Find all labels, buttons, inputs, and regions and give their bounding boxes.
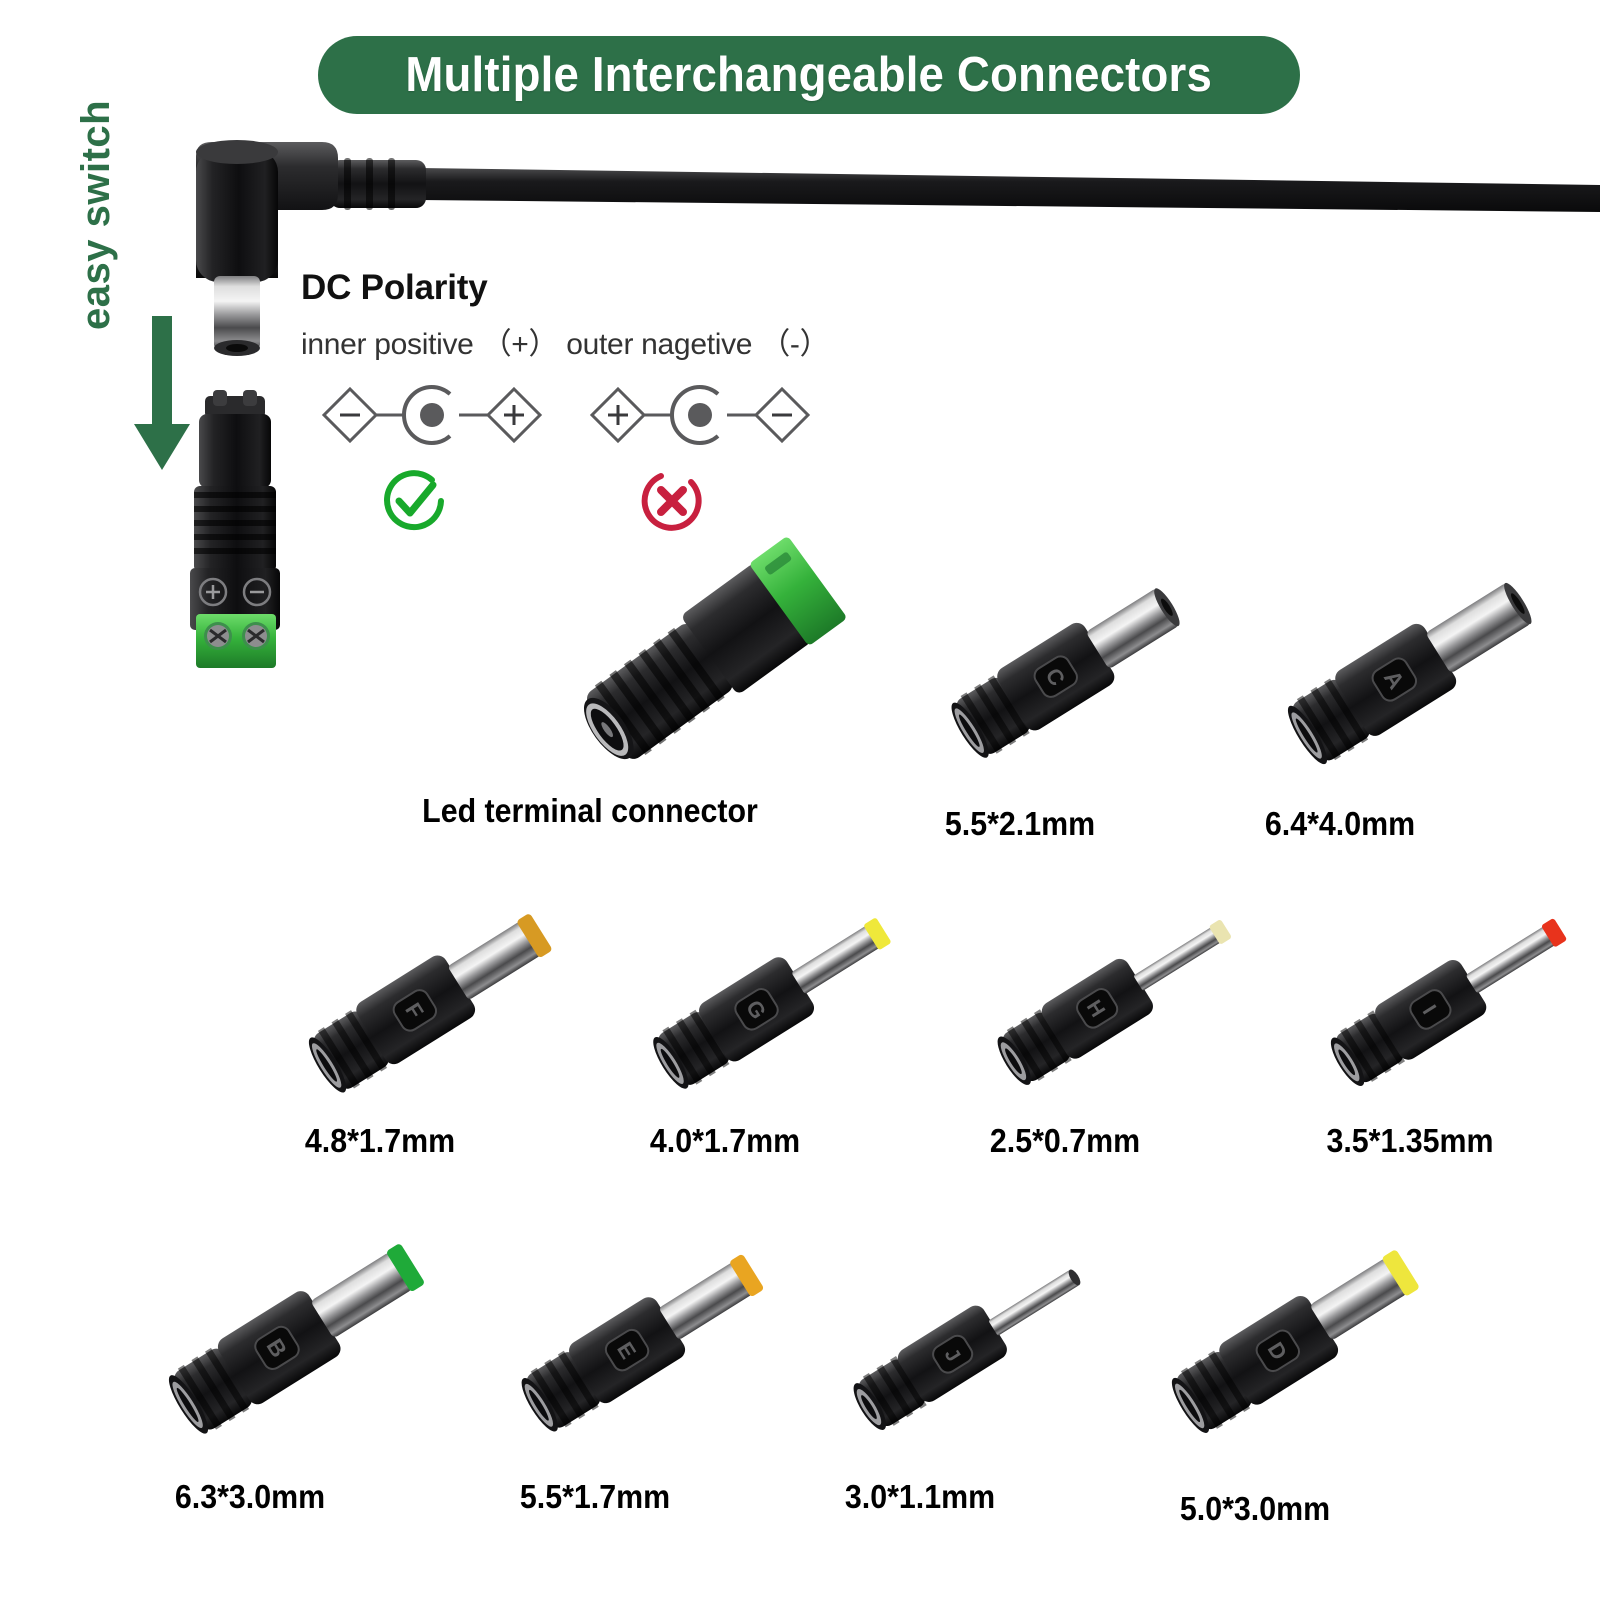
title-banner: Multiple Interchangeable Connectors xyxy=(318,36,1300,114)
connector-label-0: Led terminal connector xyxy=(422,792,758,829)
connector-tip-10 xyxy=(1382,1250,1419,1296)
x-circle-icon xyxy=(641,473,702,531)
dc-polarity-block: DC Polarity inner positive （+） outer nag… xyxy=(301,268,830,531)
dc-cable xyxy=(420,168,1600,212)
polarity-diagram-incorrect xyxy=(589,385,811,445)
connector-3-5-1-35[interactable]: I xyxy=(1295,870,1595,1120)
connector-label-6: 3.5*1.35mm xyxy=(1326,1122,1494,1159)
connector-label-8: 5.5*1.7mm xyxy=(519,1478,671,1515)
connector-5-5-2-1[interactable]: C xyxy=(920,540,1210,790)
connector-label-9: 3.0*1.1mm xyxy=(844,1478,996,1515)
connector-6-4-4-0[interactable]: A xyxy=(1260,540,1560,790)
down-arrow-icon xyxy=(134,316,190,470)
dc-polarity-subtitle: inner positive （+） outer nagetive （-） xyxy=(301,328,830,361)
connector-5-5-1-7[interactable]: E xyxy=(490,1210,790,1460)
connector-led-terminal[interactable] xyxy=(540,505,880,795)
connector-tip-4 xyxy=(864,918,891,950)
connector-4-8-1-7[interactable]: F xyxy=(280,870,580,1120)
connector-tip-3 xyxy=(517,914,552,958)
connector-6-3-3-0[interactable]: B xyxy=(140,1200,460,1460)
connector-label-1: 5.5*2.1mm xyxy=(944,805,1096,842)
connector-4-0-1-7[interactable]: G xyxy=(620,870,920,1120)
connector-label-10: 5.0*3.0mm xyxy=(1179,1490,1331,1527)
connector-tip-8 xyxy=(730,1254,764,1296)
connector-2-5-0-7[interactable]: H xyxy=(960,870,1260,1120)
connector-label-5: 2.5*0.7mm xyxy=(989,1122,1141,1159)
page-title: Multiple Interchangeable Connectors xyxy=(405,48,1213,102)
connector-tip-5 xyxy=(1209,920,1231,944)
connector-tip-7 xyxy=(387,1244,424,1291)
connector-tip-6 xyxy=(1541,918,1567,947)
dc-polarity-title: DC Polarity xyxy=(301,268,488,307)
check-circle-icon xyxy=(384,470,444,531)
connector-label-2: 6.4*4.0mm xyxy=(1264,805,1416,842)
connector-label-4: 4.0*1.7mm xyxy=(649,1122,801,1159)
connector-label-7: 6.3*3.0mm xyxy=(174,1478,326,1515)
screw-terminal-plug xyxy=(190,390,280,668)
polarity-diagrams xyxy=(301,376,821,456)
easy-switch-label: easy switch xyxy=(73,99,118,330)
polarity-verdicts xyxy=(301,466,821,536)
connector-5-0-3-0[interactable]: D xyxy=(1140,1205,1450,1460)
connector-label-3: 4.8*1.7mm xyxy=(304,1122,456,1159)
connector-3-0-1-1[interactable]: J xyxy=(815,1215,1115,1465)
polarity-diagram-correct xyxy=(321,385,543,445)
